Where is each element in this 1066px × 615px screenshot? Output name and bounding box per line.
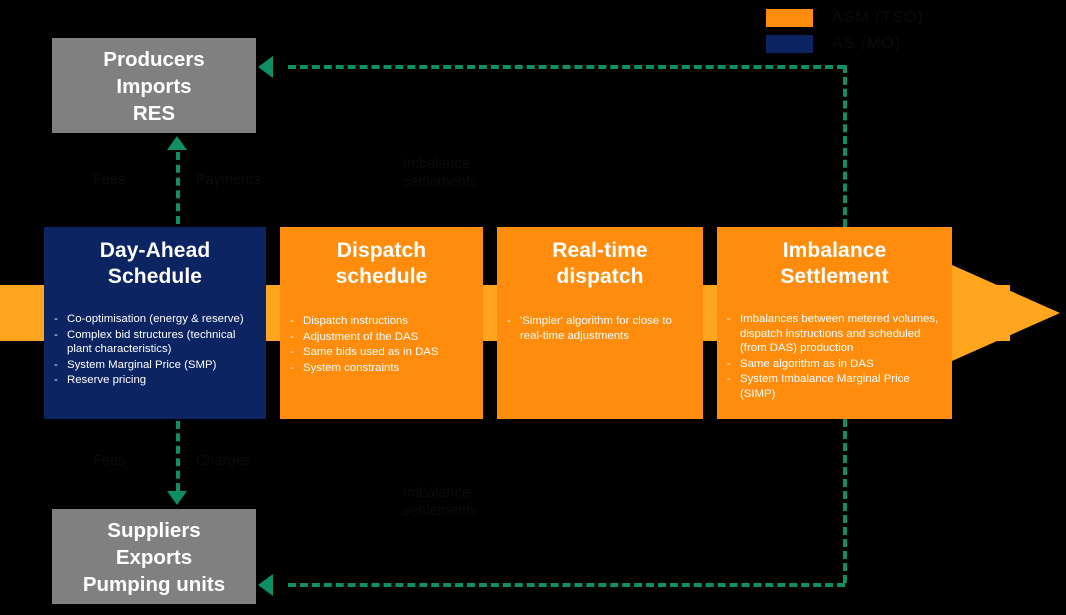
legend-label-as: AS (MO) bbox=[832, 35, 902, 52]
label-fees-top: Fees bbox=[93, 172, 126, 188]
bullet-text: Imbalances between metered volumes, disp… bbox=[740, 313, 939, 355]
bullet-dash: - bbox=[290, 346, 294, 359]
actor-line-1: Producers bbox=[103, 48, 205, 71]
stage-bullets: -'Simpler' algorithm for close to real-t… bbox=[497, 290, 703, 343]
stage-title-line-2: Settlement bbox=[780, 265, 889, 288]
arrowhead-left-to-producers bbox=[258, 56, 273, 78]
stage-bullets: -Imbalances between metered volumes, dis… bbox=[717, 290, 952, 402]
bullet-item: -Adjustment of the DAS bbox=[287, 330, 475, 345]
arrowhead-up-to-producers bbox=[167, 136, 187, 150]
connector-settlement-horizontal-top bbox=[288, 65, 845, 69]
stage-title-line-1: Real-time bbox=[552, 239, 648, 262]
actor-line-3: Pumping units bbox=[82, 573, 226, 596]
stage-box-real-time-dispatch[interactable]: Real-time dispatch -'Simpler' algorithm … bbox=[497, 227, 703, 419]
bullet-dash: - bbox=[54, 328, 58, 341]
legend-swatch-as bbox=[766, 35, 813, 53]
stage-box-dispatch-schedule[interactable]: Dispatch schedule -Dispatch instructions… bbox=[280, 227, 483, 419]
actor-line-1: Suppliers bbox=[107, 519, 201, 542]
stage-title-line-2: Schedule bbox=[107, 265, 203, 288]
actor-line-2: Exports bbox=[115, 546, 193, 569]
connector-settlement-horizontal-bottom bbox=[288, 583, 845, 587]
label-imbalance-settlements-top: Imbalance settlements bbox=[403, 155, 477, 191]
legend-row-asm: ASM (TSO) bbox=[766, 6, 1066, 32]
bullet-item: -System Marginal Price (SMP) bbox=[51, 358, 258, 373]
bullet-text: Same bids used as in DAS bbox=[303, 346, 439, 359]
bullet-dash: - bbox=[290, 361, 294, 374]
bullet-dash: - bbox=[290, 330, 294, 343]
stage-title-line-1: Dispatch bbox=[336, 239, 427, 262]
bullet-dash: - bbox=[507, 315, 511, 327]
bullet-item: -System constraints bbox=[287, 361, 475, 376]
stage-title: Real-time dispatch bbox=[497, 227, 703, 290]
stage-title-line-2: schedule bbox=[335, 265, 428, 288]
legend-label-asm: ASM (TSO) bbox=[832, 9, 924, 26]
label-payments: Payments bbox=[196, 172, 261, 188]
connector-das-to-producers bbox=[176, 152, 180, 224]
bullet-item: -Imbalances between metered volumes, dis… bbox=[724, 312, 946, 356]
bullet-item: -Dispatch instructions bbox=[287, 314, 475, 329]
bullet-text: Adjustment of the DAS bbox=[303, 330, 419, 343]
stage-box-day-ahead-schedule[interactable]: Day-Ahead Schedule -Co-optimisation (ene… bbox=[44, 227, 266, 419]
connector-das-to-suppliers bbox=[176, 421, 180, 491]
legend: ASM (TSO) AS (MO) bbox=[766, 6, 1066, 58]
label-imbalance-settlements-bottom: Imbalance settlements bbox=[403, 484, 477, 520]
bullet-text: Co-optimisation (energy & reserve) bbox=[67, 313, 244, 325]
stage-bullets: -Dispatch instructions -Adjustment of th… bbox=[280, 290, 483, 375]
actor-box-producers[interactable]: Producers Imports RES bbox=[52, 38, 256, 133]
bullet-text: Reserve pricing bbox=[67, 374, 147, 387]
stage-title: Dispatch schedule bbox=[280, 227, 483, 290]
bullet-dash: - bbox=[54, 374, 58, 387]
bullet-dash: - bbox=[727, 373, 731, 386]
stage-title-line-1: Day-Ahead bbox=[99, 239, 211, 262]
bullet-text: 'Simpler' algorithm for close to real-ti… bbox=[520, 315, 672, 342]
bullet-text: Complex bid structures (technical plant … bbox=[67, 328, 236, 356]
connector-settlement-vertical-top bbox=[843, 65, 847, 227]
stage-title-line-2: dispatch bbox=[556, 265, 644, 288]
stage-title-line-1: Imbalance bbox=[782, 239, 887, 262]
bullet-item: -System Imbalance Marginal Price (SIMP) bbox=[724, 372, 946, 401]
label-line-2: settlements bbox=[403, 174, 478, 190]
stage-box-imbalance-settlement[interactable]: Imbalance Settlement -Imbalances between… bbox=[717, 227, 952, 419]
bullet-item: -Complex bid structures (technical plant… bbox=[51, 328, 258, 357]
label-line-1: Imbalance bbox=[403, 485, 470, 501]
label-charges: Charges bbox=[196, 453, 251, 469]
bullet-dash: - bbox=[54, 358, 58, 371]
stage-title: Day-Ahead Schedule bbox=[44, 227, 266, 290]
bullet-text: System Marginal Price (SMP) bbox=[67, 358, 217, 371]
bullet-item: -'Simpler' algorithm for close to real-t… bbox=[504, 314, 695, 343]
bullet-item: -Same algorithm as in DAS bbox=[724, 357, 946, 372]
bullet-item: -Reserve pricing bbox=[51, 373, 258, 388]
process-arrow-head bbox=[952, 265, 1060, 361]
bullet-text: Dispatch instructions bbox=[303, 315, 409, 327]
arrowhead-down-to-suppliers bbox=[167, 491, 187, 505]
bullet-item: -Co-optimisation (energy & reserve) bbox=[51, 312, 258, 327]
label-line-2: settlements bbox=[403, 503, 478, 519]
stage-title: Imbalance Settlement bbox=[717, 227, 952, 290]
actor-line-3: RES bbox=[132, 102, 176, 125]
actor-line-2: Imports bbox=[116, 75, 192, 98]
label-line-1: Imbalance bbox=[403, 156, 470, 172]
bullet-dash: - bbox=[54, 313, 58, 325]
bullet-dash: - bbox=[727, 357, 731, 370]
bullet-dash: - bbox=[290, 315, 294, 327]
actor-box-suppliers[interactable]: Suppliers Exports Pumping units bbox=[52, 509, 256, 604]
bullet-text: Same algorithm as in DAS bbox=[740, 357, 874, 370]
legend-row-as: AS (MO) bbox=[766, 32, 1066, 58]
bullet-dash: - bbox=[727, 313, 731, 325]
bullet-item: -Same bids used as in DAS bbox=[287, 345, 475, 360]
bullet-text: System constraints bbox=[303, 361, 400, 374]
arrowhead-left-to-suppliers bbox=[258, 574, 273, 596]
stage-bullets: -Co-optimisation (energy & reserve) -Com… bbox=[44, 290, 266, 388]
bullet-text: System Imbalance Marginal Price (SIMP) bbox=[740, 373, 910, 400]
legend-swatch-asm bbox=[766, 9, 813, 27]
label-fees-bottom: Fees bbox=[93, 453, 126, 469]
connector-settlement-vertical-bottom bbox=[843, 419, 847, 583]
